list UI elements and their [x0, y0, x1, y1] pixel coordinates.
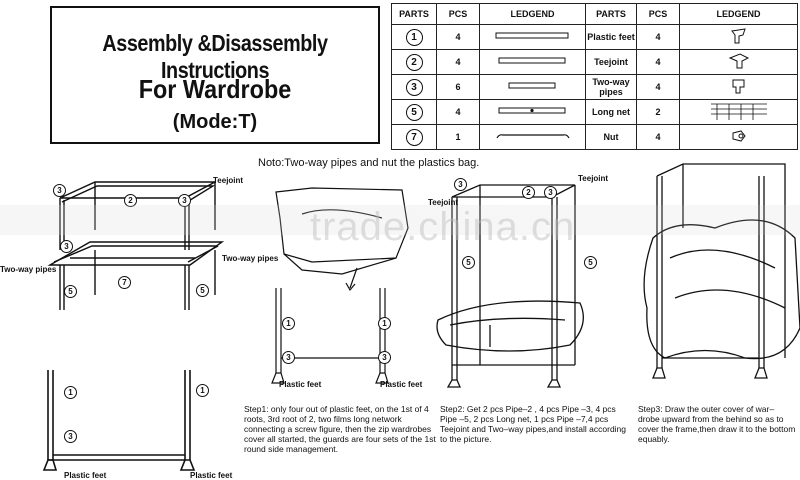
part-label: 5	[64, 285, 77, 298]
part-label: 3	[178, 194, 191, 207]
part-pcs: 4	[636, 24, 680, 50]
part-number: 3	[405, 78, 423, 96]
part-label: 5	[584, 256, 597, 269]
part-number: 7	[405, 128, 423, 146]
title-box: Assembly &Disassembly Instructions For W…	[50, 6, 380, 144]
step1-text: Step1: only four out of plastic feet, on…	[244, 404, 436, 454]
table-row: 7 1 Nut 4	[391, 124, 798, 150]
part-label: 1	[282, 317, 295, 330]
part-label: 1	[378, 317, 391, 330]
long-net-icon	[679, 99, 798, 125]
note-text: Noto:Two-way pipes and nut the plastics …	[258, 157, 480, 169]
label-plastic-feet-left: Plastic feet	[64, 471, 107, 480]
part-label: 3	[282, 351, 295, 364]
label-plastic-feet-left-2: Plastic feet	[279, 380, 322, 389]
parts-table-header: PARTS PCS LEDGEND PARTS PCS LEDGEND	[391, 3, 798, 25]
header-parts-2: PARTS	[585, 3, 637, 25]
legend-pipe-2	[479, 49, 586, 75]
table-row: 2 4 Teejoint 4	[391, 49, 798, 75]
part-name: Long net	[585, 99, 637, 125]
diagram-frame-nets	[436, 184, 584, 388]
plastic-foot-icon	[679, 24, 798, 50]
header-legend: LEDGEND	[479, 3, 586, 25]
parts-table: PARTS PCS LEDGEND PARTS PCS LEDGEND 1 4 …	[391, 3, 798, 150]
part-pcs: 4	[436, 49, 480, 75]
legend-pipe-1	[479, 24, 586, 50]
part-pcs: 1	[436, 124, 480, 150]
diagram-frame-top	[42, 181, 225, 471]
table-row: 3 6 Two-way pipes 4	[391, 74, 798, 100]
part-pcs: 2	[636, 99, 680, 125]
part-label: 1	[64, 386, 77, 399]
part-label: 3	[544, 186, 557, 199]
part-label: 3	[60, 240, 73, 253]
part-label: 3	[64, 430, 77, 443]
title-line-2: For Wardrobe	[138, 74, 292, 104]
watermark: trade.china.cn	[310, 205, 576, 249]
diagram-cover	[271, 187, 409, 384]
teejoint-icon	[679, 49, 798, 75]
part-name: Two-way pipes	[585, 74, 637, 100]
part-label: 3	[454, 178, 467, 191]
header-pcs: PCS	[436, 3, 480, 25]
part-pcs: 6	[436, 74, 480, 100]
two-way-pipe-icon	[679, 74, 798, 100]
part-label: 7	[118, 276, 131, 289]
part-pcs: 4	[636, 124, 680, 150]
part-label: 5	[462, 256, 475, 269]
part-pcs: 4	[636, 74, 680, 100]
part-number: 5	[405, 103, 423, 121]
title-line-3: (Mode:T)	[172, 111, 258, 133]
diagram-covered-wardrobe	[643, 163, 800, 379]
step2-text: Step2: Get 2 pcs Pipe–2 , 4 pcs Pipe –3,…	[440, 404, 627, 444]
header-parts: PARTS	[391, 3, 437, 25]
part-label: 2	[124, 194, 137, 207]
label-two-way-pipes-left: Two-way pipes	[0, 265, 57, 274]
label-teejoint: Teejoint	[213, 176, 244, 185]
part-name: Teejoint	[585, 49, 637, 75]
part-number: 1	[405, 28, 423, 46]
part-label: 1	[196, 384, 209, 397]
header-pcs-2: PCS	[636, 3, 680, 25]
part-label: 5	[196, 284, 209, 297]
part-name: Nut	[585, 124, 637, 150]
step3-text: Step3: Draw the outer cover of war– drob…	[638, 404, 796, 444]
label-two-way-pipes-right: Two-way pipes	[222, 254, 279, 263]
table-row: 1 4 Plastic feet 4	[391, 24, 798, 50]
label-teejoint-top: Teejoint	[578, 174, 609, 183]
legend-pipe-7	[479, 124, 586, 150]
part-label: 3	[378, 351, 391, 364]
label-plastic-feet-right-2: Plastic feet	[380, 380, 423, 389]
label-plastic-feet-right: Plastic feet	[190, 471, 233, 480]
watermark-band	[0, 205, 800, 235]
nut-icon	[679, 124, 798, 150]
header-legend-2: LEDGEND	[679, 3, 798, 25]
part-label: 3	[53, 184, 66, 197]
part-number: 2	[405, 53, 423, 71]
part-pcs: 4	[636, 49, 680, 75]
label-teejoint-left: Teejoint	[428, 198, 459, 207]
part-pcs: 4	[436, 99, 480, 125]
part-name: Plastic feet	[585, 24, 637, 50]
part-label: 2	[522, 186, 535, 199]
table-row: 5 4 Long net 2	[391, 99, 798, 125]
legend-pipe-5	[479, 99, 586, 125]
legend-pipe-3	[479, 74, 586, 100]
title-line-1: Assembly &Disassembly Instructions	[102, 30, 328, 83]
part-pcs: 4	[436, 24, 480, 50]
